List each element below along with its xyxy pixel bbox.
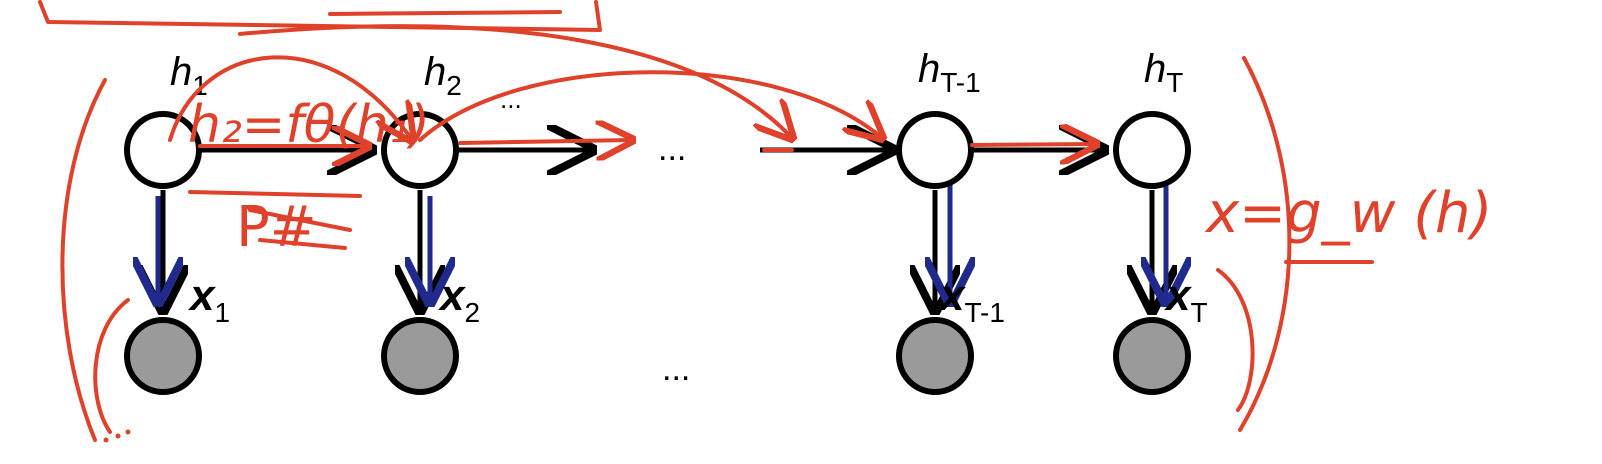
observed-label-T-1: xT-1: [938, 271, 1005, 328]
hidden-label-1: h1: [170, 50, 208, 101]
hidden-node-T: [1113, 111, 1191, 189]
observed-label-2: x2: [438, 271, 480, 328]
hidden-ellipsis: ...: [658, 130, 686, 168]
observed-label-T: xT: [1164, 271, 1208, 328]
hidden-label-T: hT: [1144, 47, 1183, 98]
hidden-node-T-1: [896, 111, 974, 189]
hidden-label-T-1: hT-1: [918, 47, 981, 98]
observed-label-1: x1: [188, 271, 230, 328]
observed-ellipsis: ...: [662, 350, 690, 388]
emission-arrows: [158, 178, 1166, 310]
observed-node-1: [124, 317, 202, 395]
hidden-node-1: [124, 111, 202, 189]
hidden-label-2: h2: [424, 50, 462, 101]
scribble-annotation: P#: [236, 195, 317, 260]
transition-formula-annotation: h₂=fθ(h₁): [188, 95, 430, 155]
observed-node-2: [381, 317, 459, 395]
red-annotations: [60, 24, 1374, 443]
observed-node-T-1: [896, 317, 974, 395]
annotation-box-inner-line: [328, 10, 562, 16]
emission-formula-annotation: x=g_w (h): [1204, 181, 1492, 246]
annotation-box-edge: [38, 0, 602, 32]
observed-node-T: [1113, 317, 1191, 395]
